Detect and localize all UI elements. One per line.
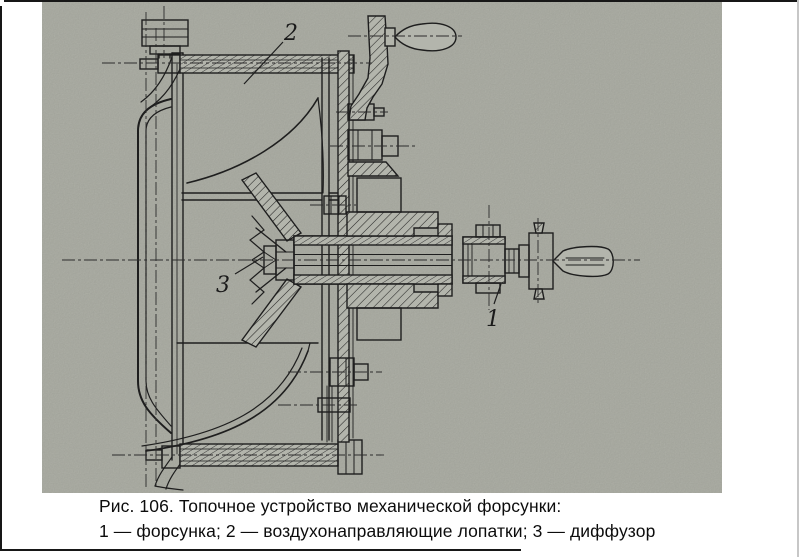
figure-caption: Рис. 106. Топочное устройство механическ…: [99, 494, 759, 543]
center-lines: [62, 6, 640, 489]
technical-drawing: 2 3 1: [42, 2, 722, 493]
register-crank: [348, 15, 457, 121]
callout-labels: 2 3 1: [216, 21, 502, 332]
scanned-figure-area: 2 3 1: [42, 2, 722, 493]
callout-2-number: 2: [283, 21, 298, 46]
top-mounting-bolt: [141, 19, 189, 59]
diffuser: [240, 172, 303, 348]
callout-3: 3: [216, 256, 264, 298]
scan-border-right: [797, 0, 799, 557]
scan-border-bottom: [0, 549, 521, 551]
flange-assembly: [346, 177, 453, 341]
scan-border-left: [0, 6, 2, 551]
callout-1: 1: [486, 283, 502, 332]
crank-handle-grip: [394, 22, 457, 52]
injector-handle-grip: [552, 245, 614, 278]
callout-1-number: 1: [486, 307, 500, 332]
figure-caption-title: Рис. 106. Топочное устройство механическ…: [99, 496, 562, 516]
figure-caption-legend: 1 — форсунка; 2 — воздухонаправляющие ло…: [99, 520, 656, 541]
callout-2: 2: [243, 21, 298, 85]
callout-3-number: 3: [216, 273, 230, 298]
scan-border-top: [4, 0, 798, 2]
